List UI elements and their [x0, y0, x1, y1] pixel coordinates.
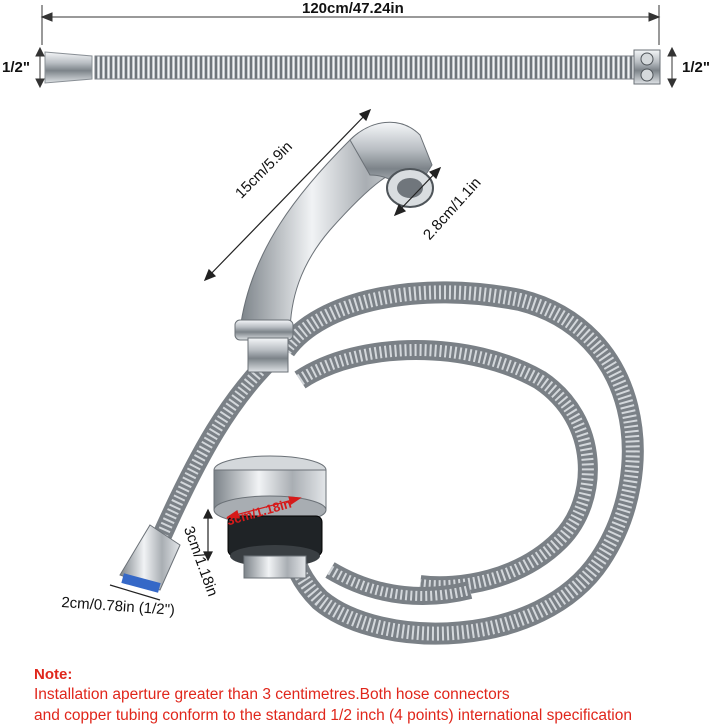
left-end-diameter-label: 1/2" [2, 59, 30, 76]
connector-arrow [109, 584, 161, 601]
spout-outlet-arrow [393, 166, 442, 217]
right-end-diameter-label: 1/2" [682, 59, 710, 76]
hose-end-connector [119, 524, 181, 593]
note-line-2: and copper tubing conform to the standar… [34, 707, 632, 724]
note-title: Note: [34, 666, 73, 683]
nut-height-arrow [203, 508, 213, 562]
nut-diameter-arrow [226, 496, 302, 519]
installation-note: Note: Installation aperture greater than… [34, 666, 714, 726]
note-line-1: Installation aperture greater than 3 cen… [34, 686, 510, 703]
coiled-hose [150, 281, 644, 645]
hose-length-label: 120cm/47.24in [302, 0, 404, 17]
hose-length-dimension [40, 5, 661, 45]
spout-length-arrow [203, 108, 372, 282]
straight-hose-view [35, 46, 677, 89]
mounting-nut [213, 455, 327, 579]
faucet-spout [234, 121, 434, 373]
